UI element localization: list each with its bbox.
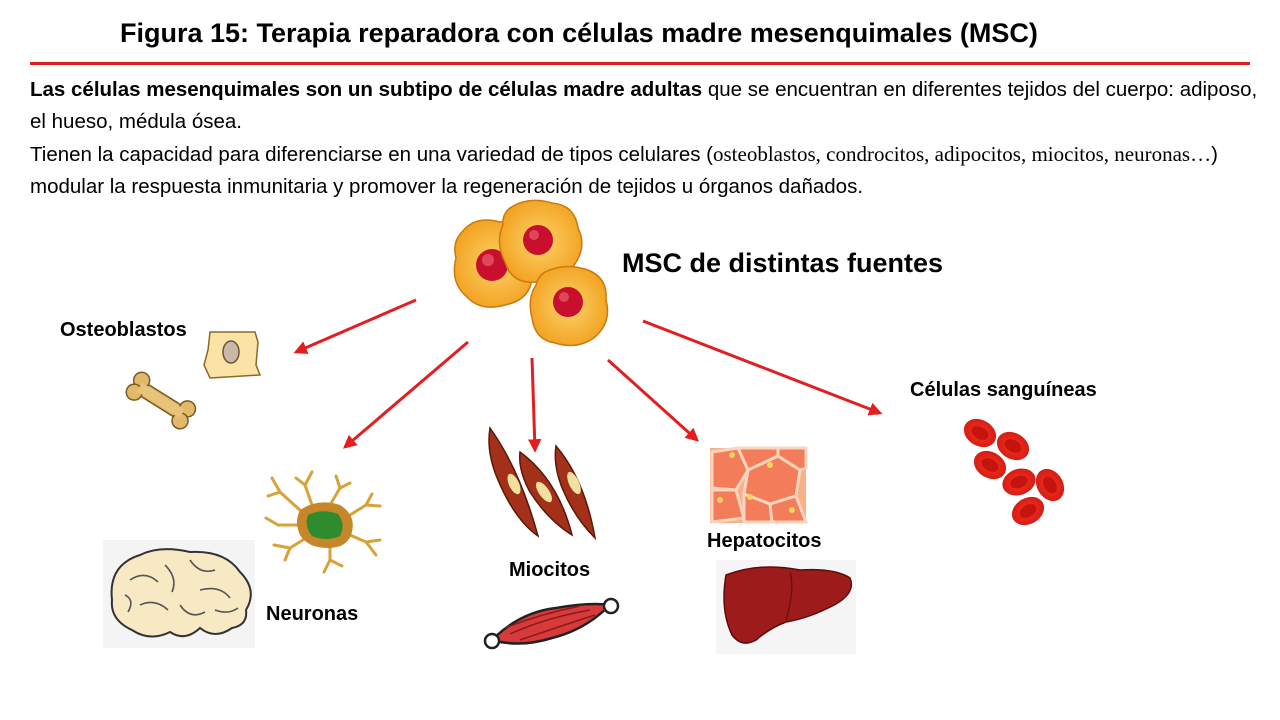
intro-text: Las células mesenquimales son un subtipo… — [30, 74, 1260, 203]
hepatocitos-label: Hepatocitos — [707, 530, 821, 552]
osteoblast-cell-icon — [203, 331, 262, 379]
arrow-neuronas — [342, 340, 469, 449]
page-title: Figura 15: Terapia reparadora con célula… — [120, 18, 1038, 48]
arrow-hepatocitos — [606, 358, 700, 442]
neuronas-label: Neuronas — [266, 603, 358, 625]
intro-p2-start: Tienen la capacidad para diferenciarse e… — [30, 143, 713, 166]
osteoblastos-label: Osteoblastos — [60, 319, 187, 341]
intro-rest: que se encuentran en diferentes tejidos … — [30, 78, 1258, 133]
neuron-icon — [264, 470, 382, 574]
miocitos-label: Miocitos — [509, 559, 590, 581]
title-divider — [30, 62, 1250, 65]
intro-cell-types: osteoblastos, condrocitos, adipocitos, m… — [713, 142, 1212, 166]
intro-p2-end: ) modular la respuesta inmunitaria y pro… — [30, 143, 1218, 198]
red-blood-cells-icon — [963, 418, 1065, 526]
center-label: MSC de distintas fuentes — [622, 248, 943, 278]
arrow-miocitos — [527, 357, 542, 453]
arrows — [293, 298, 883, 453]
hepatocyte-tissue-icon — [710, 446, 809, 524]
bone-icon — [125, 371, 197, 430]
neuron-body — [297, 502, 353, 548]
sanguineas-label: Células sanguíneas — [910, 379, 1097, 401]
arrow-osteoblastos — [293, 298, 417, 354]
intro-bold: Las células mesenquimales son un subtipo… — [30, 78, 703, 101]
brain-icon — [103, 540, 255, 648]
arrow-sanguineas — [642, 319, 883, 416]
liver-icon — [716, 560, 856, 654]
muscle-icon — [483, 597, 620, 650]
msc-cells-icon — [453, 199, 609, 347]
muscle-fibers-icon — [488, 426, 597, 541]
